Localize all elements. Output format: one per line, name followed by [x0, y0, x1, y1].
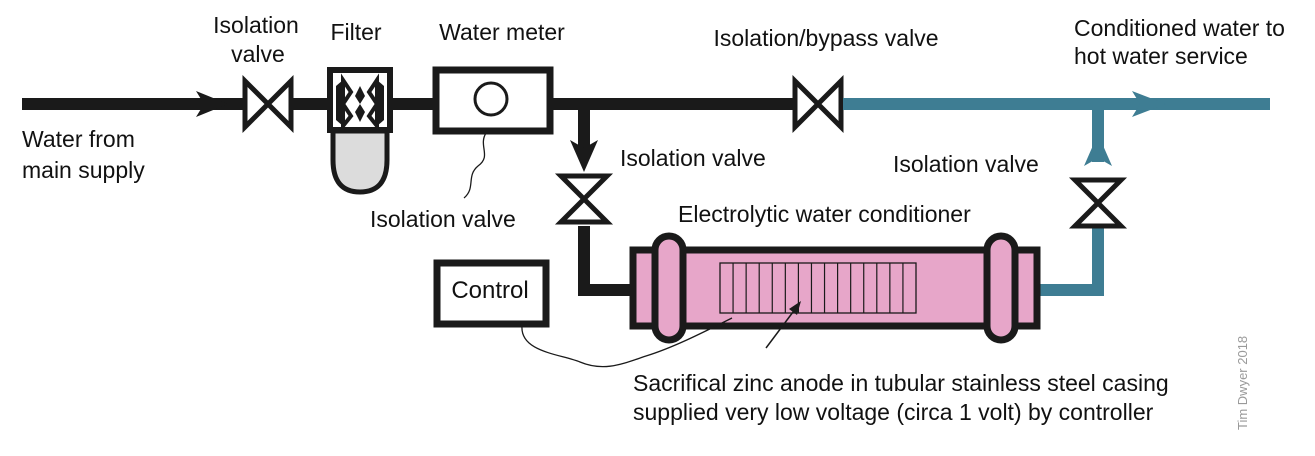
isolation-valve-right-label: Isolation valve [893, 151, 1039, 177]
zinc-anode [719, 262, 917, 314]
isolation-valve-control-label: Isolation valve [370, 206, 516, 232]
conditioner-label: Electrolytic water conditioner [678, 201, 971, 227]
control-wire [521, 317, 733, 368]
water-meter-label: Water meter [439, 19, 565, 45]
flow-arrow-icon [196, 91, 228, 117]
water-from-label: Water from [22, 126, 135, 152]
meter-signal-wire [463, 132, 487, 199]
flow-arrow-icon [570, 140, 598, 172]
hot-water-service-label: hot water service [1074, 43, 1248, 69]
bypass-valve-label: Isolation/bypass valve [713, 25, 938, 51]
flow-arrow-icon [1084, 134, 1112, 166]
water-meter-icon [432, 66, 554, 135]
valve-label: valve [231, 41, 285, 67]
conditioner-inlet-pipe [578, 104, 636, 296]
main-supply-label: main supply [22, 157, 145, 183]
control-label: Control [451, 277, 528, 304]
electrolytic-conditioner-icon [629, 232, 1041, 344]
isolation-valve-left-label: Isolation valve [620, 145, 766, 171]
credit-label: Tim Dwyer 2018 [1235, 336, 1250, 430]
anode-description-line1: Sacrifical zinc anode in tubular stainle… [633, 370, 1169, 396]
isolation-valve-icon [1068, 177, 1128, 229]
control-box [433, 259, 550, 328]
filter-icon [327, 67, 393, 195]
flow-arrow-icon [1132, 91, 1166, 117]
filter-label: Filter [330, 19, 381, 45]
bypass-valve-icon [792, 74, 844, 134]
anode-description-line2: supplied very low voltage (circa 1 volt)… [633, 399, 1154, 425]
conditioned-water-label: Conditioned water to [1074, 15, 1285, 41]
isolation-label: Isolation [213, 12, 299, 38]
isolation-valve-icon [554, 173, 614, 225]
anode-pointer-arrow [765, 301, 801, 349]
isolation-valve-icon [242, 74, 294, 134]
